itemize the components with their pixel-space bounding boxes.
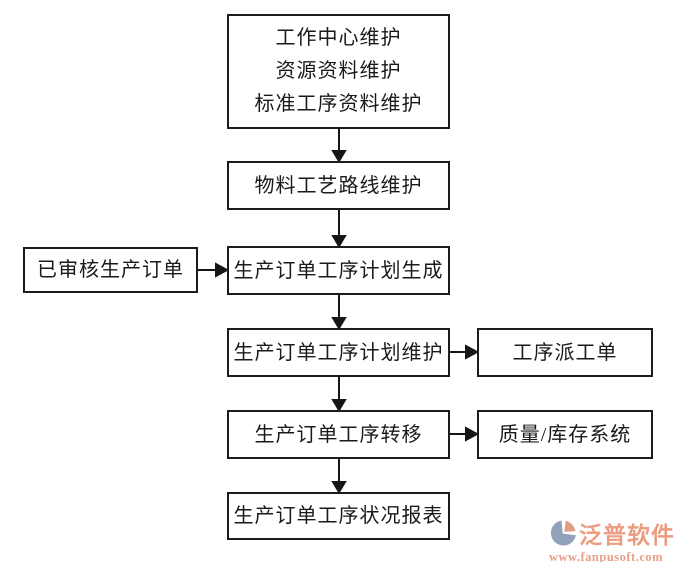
brand-name: 泛普软件 [579, 523, 675, 548]
arrowhead-right-2 [465, 344, 480, 360]
node-approved-production-order: 已审核生产订单 [23, 247, 198, 293]
brand-url: www.fanpusoft.com [549, 550, 664, 562]
node-label: 已审核生产订单 [37, 259, 184, 281]
arrowhead-down-4 [331, 399, 347, 412]
node-line-standard-process: 标准工序资料维护 [254, 93, 423, 115]
node-order-process-plan-maintain: 生产订单工序计划维护 [227, 328, 450, 377]
node-label: 生产订单工序计划维护 [233, 341, 444, 364]
node-label: 物料工艺路线维护 [254, 174, 423, 197]
node-label: 质量/库存系统 [498, 423, 632, 446]
node-material-routing-maintenance: 物料工艺路线维护 [227, 161, 450, 210]
arrowhead-right-1 [215, 262, 230, 278]
arrowhead-right-3 [465, 426, 480, 442]
node-label: 生产订单工序计划生成 [233, 259, 444, 282]
arrowhead-down-5 [331, 481, 347, 494]
arrowhead-down-2 [331, 235, 347, 248]
node-quality-inventory-system: 质量/库存系统 [477, 410, 653, 459]
fanpu-logo-icon [550, 520, 576, 546]
node-label: 生产订单工序状况报表 [233, 505, 444, 527]
node-label: 工序派工单 [512, 341, 618, 364]
arrowhead-down-1 [331, 150, 347, 163]
node-master-data-maintenance: 工作中心维护 资源资料维护 标准工序资料维护 [227, 14, 450, 129]
node-order-process-status-report: 生产订单工序状况报表 [227, 492, 450, 540]
node-order-process-transfer: 生产订单工序转移 [227, 410, 450, 459]
node-label: 生产订单工序转移 [254, 423, 423, 446]
node-process-dispatch-sheet: 工序派工单 [477, 328, 653, 377]
node-order-process-plan-generate: 生产订单工序计划生成 [227, 246, 450, 295]
node-line-resource-data: 资源资料维护 [275, 60, 402, 82]
arrowhead-down-3 [331, 317, 347, 330]
brand-watermark: 泛普软件 www.fanpusoft.com [549, 516, 689, 562]
node-line-work-center: 工作中心维护 [275, 27, 402, 49]
